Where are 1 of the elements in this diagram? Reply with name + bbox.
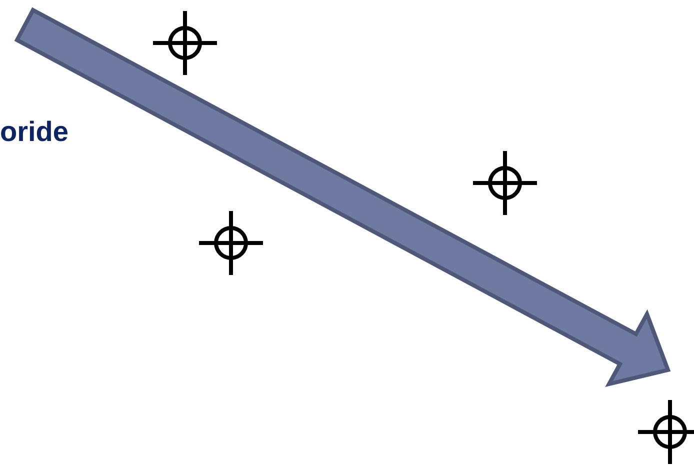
label-text: oride — [0, 118, 68, 146]
